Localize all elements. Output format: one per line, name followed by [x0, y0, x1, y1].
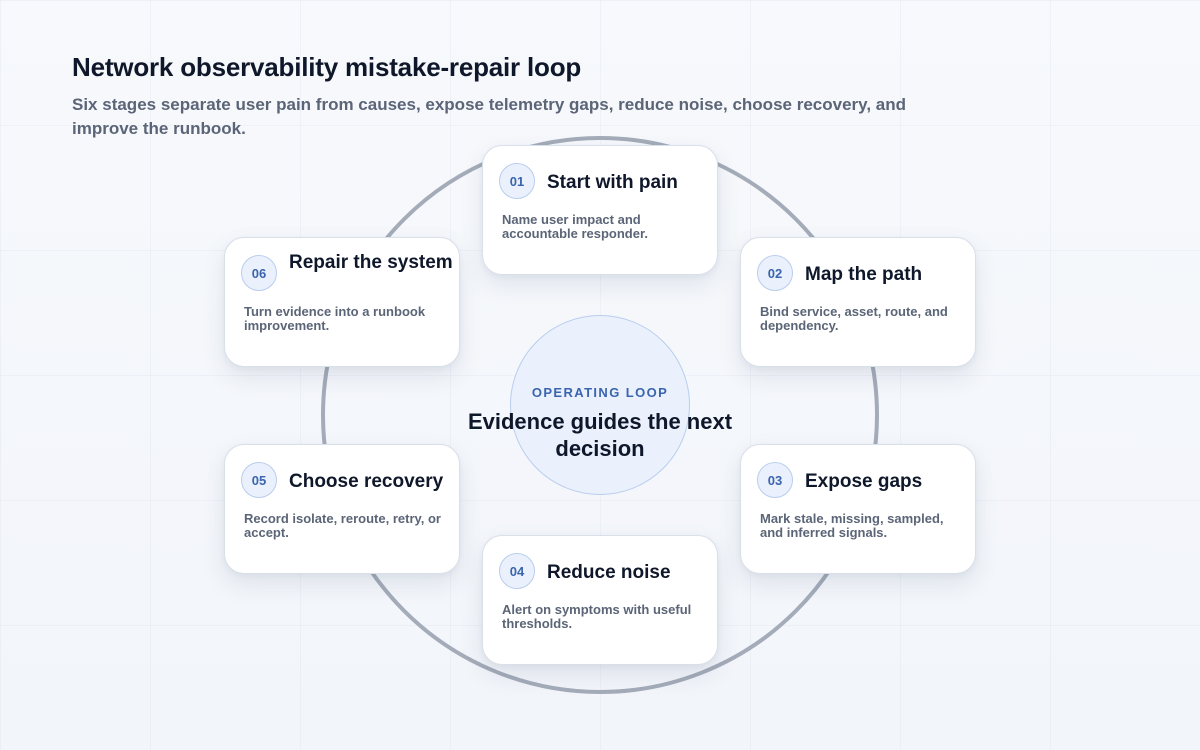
stage-description: Record isolate, reroute, retry, or accep… — [244, 511, 441, 540]
stage-number-badge: 04 — [499, 553, 535, 589]
stage-number-badge: 01 — [499, 163, 535, 199]
stage-description: Bind service, asset, route, and dependen… — [760, 304, 948, 333]
center-circle — [510, 315, 690, 495]
page-subtitle: Six stages separate user pain from cause… — [72, 95, 906, 138]
center-kicker: OPERATING LOOP — [531, 385, 669, 400]
stage-title: Expose gaps — [805, 471, 923, 492]
stage-card-choose-recovery[interactable]: 05 Choose recovery Record isolate, rerou… — [224, 444, 460, 574]
stage-title: Start with pain — [547, 172, 678, 193]
stage-number-badge: 02 — [757, 255, 793, 291]
page-title: Network observability mistake-repair loo… — [72, 52, 582, 82]
stage-card-reduce-noise[interactable]: 04 Reduce noise Alert on symptoms with u… — [482, 535, 718, 665]
stage-card-map-the-path[interactable]: 02 Map the path Bind service, asset, rou… — [740, 237, 976, 367]
stage-description: Alert on symptoms with useful thresholds… — [502, 602, 692, 631]
center-statement: Evidence guides the next decision — [467, 409, 733, 461]
stage-title: Choose recovery — [289, 471, 444, 492]
stage-title: Repair the system — [289, 252, 453, 273]
stage-number-badge: 05 — [241, 462, 277, 498]
stage-description: Mark stale, missing, sampled, and inferr… — [760, 511, 944, 540]
stage-description: Name user impact and accountable respond… — [502, 212, 648, 241]
stage-title: Map the path — [805, 264, 923, 285]
stage-description: Turn evidence into a runbook improvement… — [244, 304, 426, 333]
stage-card-expose-gaps[interactable]: 03 Expose gaps Mark stale, missing, samp… — [740, 444, 976, 574]
stage-card-start-with-pain[interactable]: 01 Start with pain Name user impact and … — [482, 145, 718, 275]
stage-number-badge: 06 — [241, 255, 277, 291]
stage-number-badge: 03 — [757, 462, 793, 498]
stage-title: Reduce noise — [547, 562, 671, 583]
stage-card-repair-the-system[interactable]: 06 Repair the system Turn evidence into … — [224, 237, 460, 367]
